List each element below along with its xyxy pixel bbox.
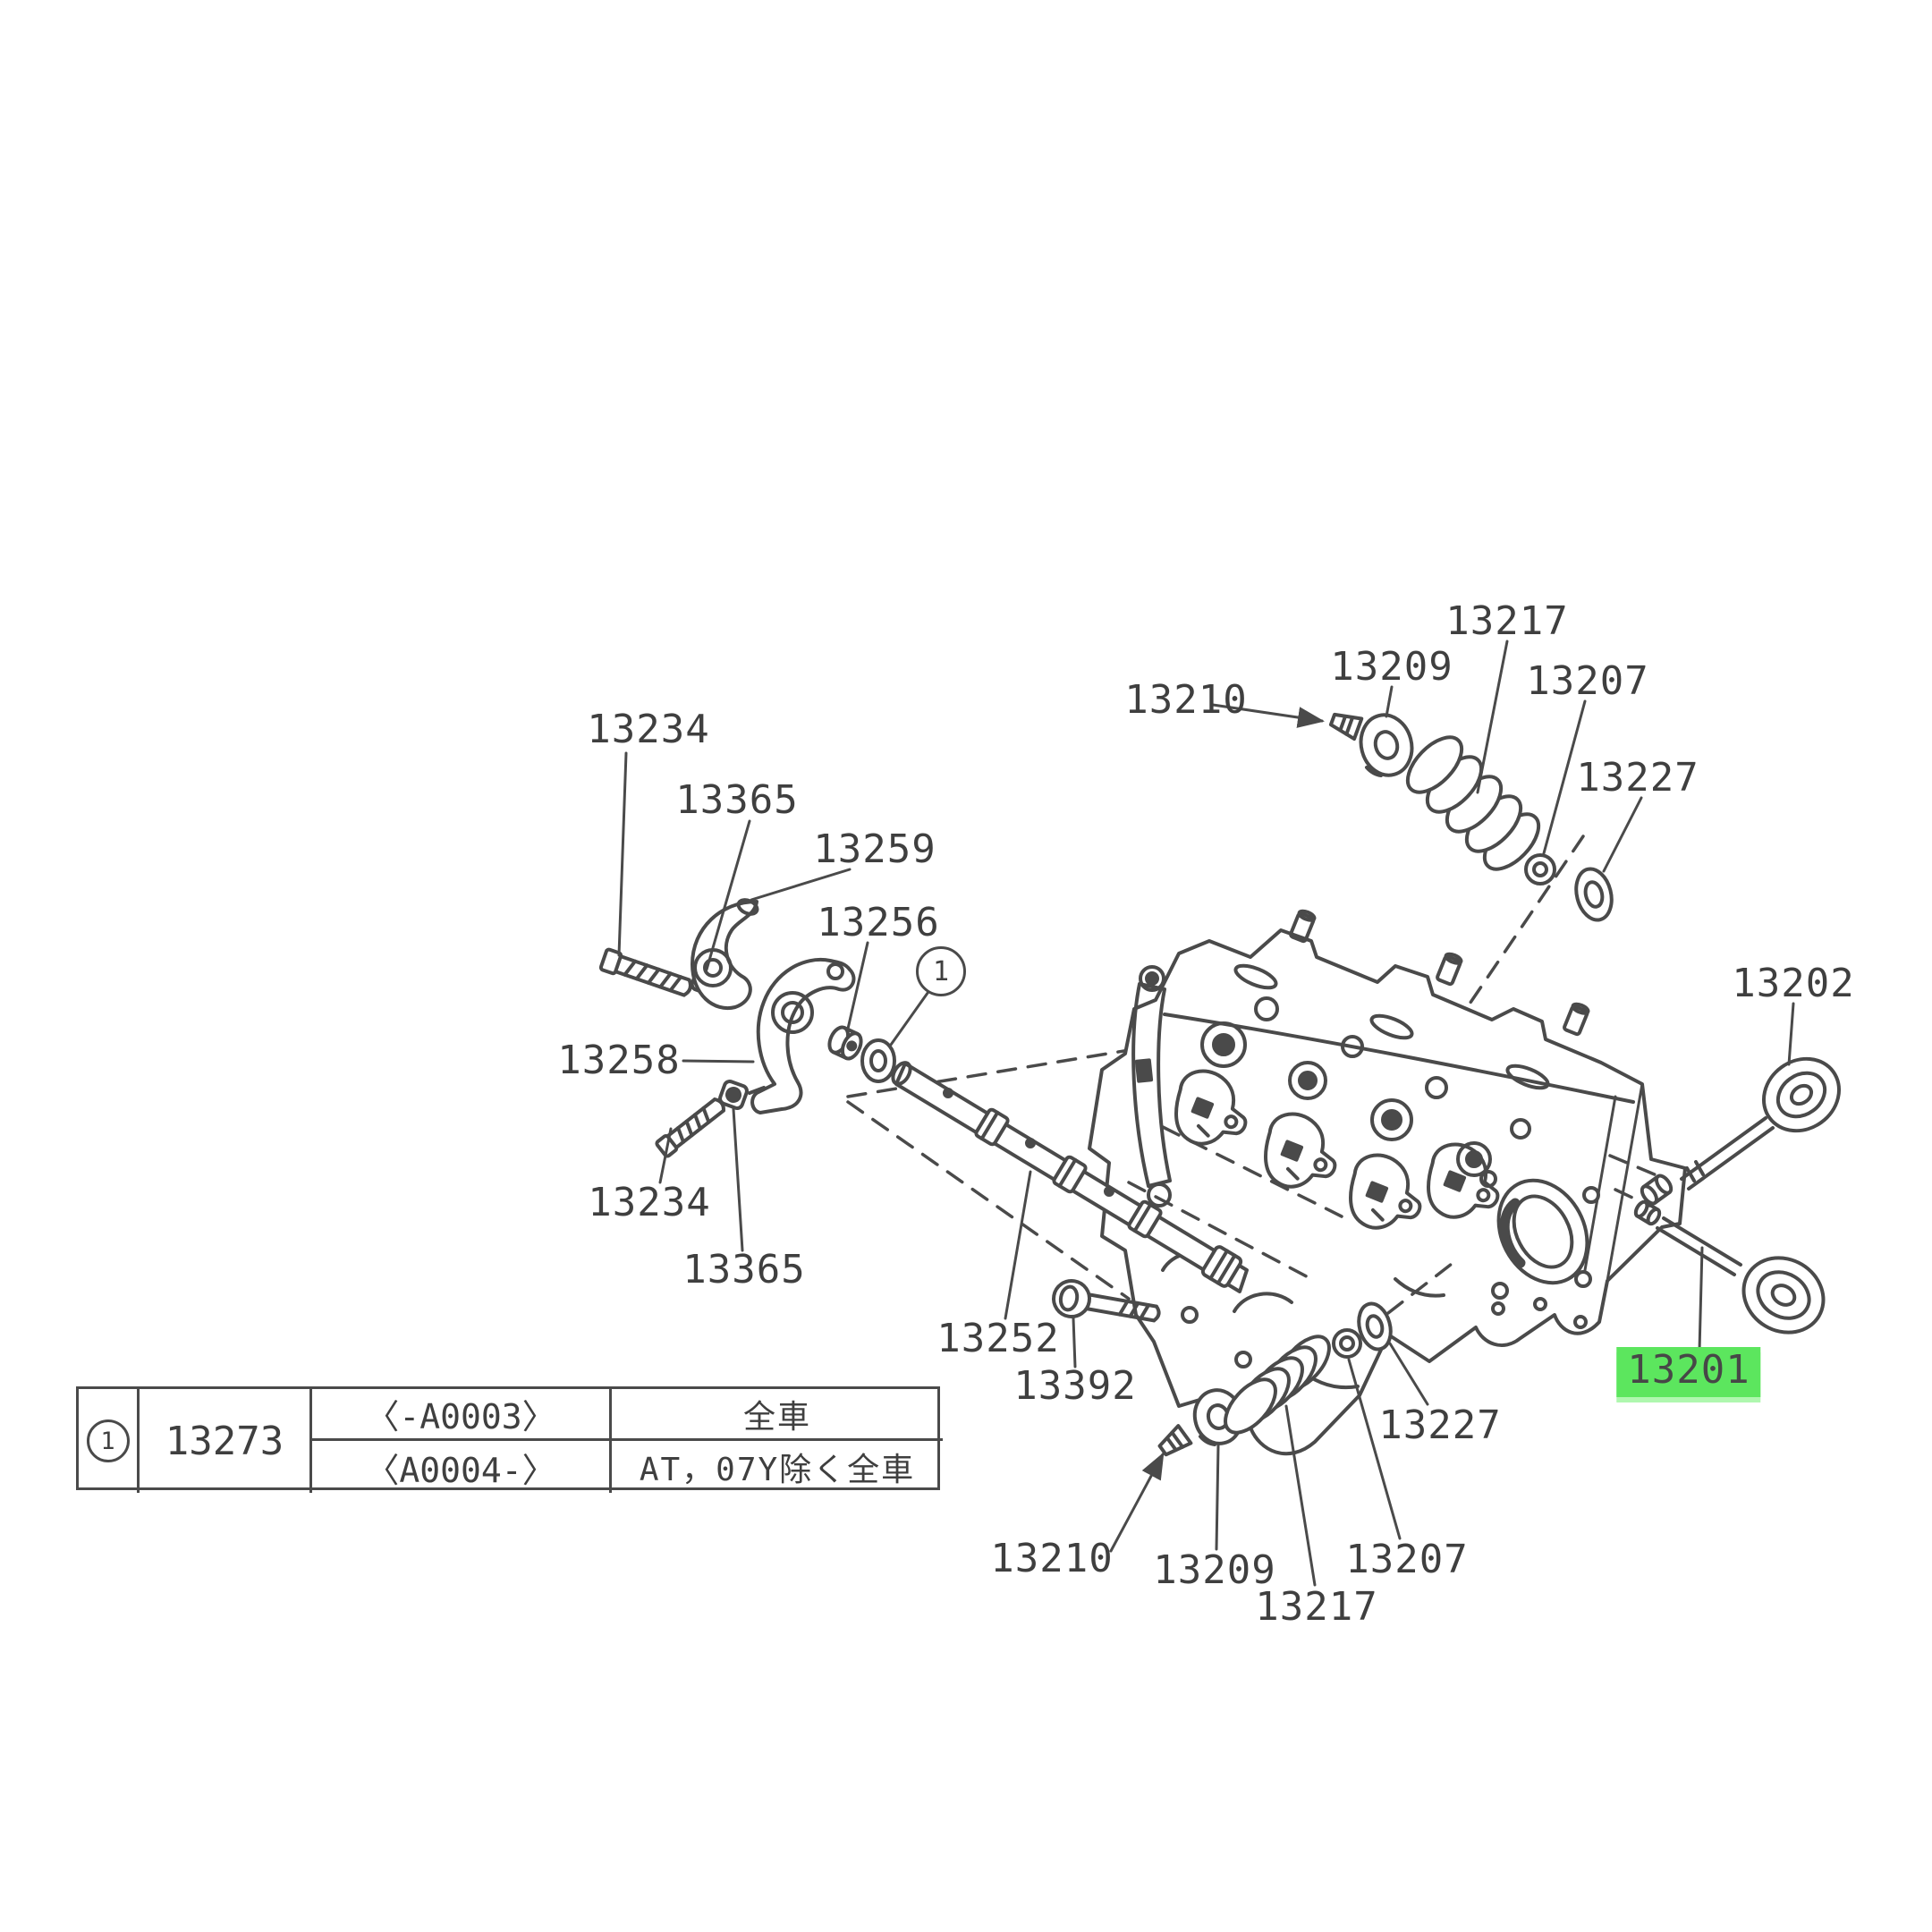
part-label-13258: 13258 xyxy=(557,1038,681,1083)
rocker-arm-group-drawing xyxy=(598,898,896,1158)
range-open: 〈 xyxy=(365,1397,400,1436)
part-label-13201-highlighted: 13201 xyxy=(1616,1347,1761,1397)
callout-1-badge: 1 xyxy=(916,946,966,996)
table-range-row-1: 〈 -A0003〉 xyxy=(309,1389,609,1441)
range-close: 〉 xyxy=(521,1450,556,1490)
rocker-tower xyxy=(1349,1153,1422,1230)
valve-spring-stack-bottom-drawing xyxy=(1157,1301,1393,1457)
table-part-number: 13273 xyxy=(137,1389,309,1493)
callout-1-badge-table: 1 xyxy=(86,1419,130,1462)
valve-13201-drawing xyxy=(1633,1199,1826,1335)
part-label-13217-top: 13217 xyxy=(1445,598,1569,644)
part-label-13234-bottom: 13234 xyxy=(588,1180,711,1225)
part-label-13210-top: 13210 xyxy=(1124,677,1248,723)
part-label-13207-bottom: 13207 xyxy=(1345,1537,1469,1582)
applicability-table: 1 13273 〈 -A0003〉 全車 〈A0004- 〉 AT，07Y除く全… xyxy=(76,1386,943,1493)
part-label-13209-bottom: 13209 xyxy=(1153,1547,1276,1593)
part-label-13227-top: 13227 xyxy=(1576,755,1699,801)
cylinder-head-drawing xyxy=(1088,909,1687,1456)
part-label-13207-top: 13207 xyxy=(1526,658,1649,704)
table-callout-cell: 1 xyxy=(79,1389,137,1493)
part-label-13259: 13259 xyxy=(813,826,936,872)
rocker-tower xyxy=(1427,1142,1500,1219)
table-applicability-row-1: 全車 xyxy=(609,1389,943,1441)
alignment-dashed-lines-front xyxy=(1127,1125,1658,1315)
part-label-13209-top: 13209 xyxy=(1330,644,1453,690)
rocker-tower xyxy=(1264,1112,1337,1189)
part-label-13365-bottom: 13365 xyxy=(682,1247,806,1292)
range-open: 〈A0004- xyxy=(365,1450,522,1490)
part-label-13234-top: 13234 xyxy=(587,707,710,752)
part-label-13217-bottom: 13217 xyxy=(1255,1584,1378,1630)
range-close: -A0003〉 xyxy=(399,1397,556,1436)
part-label-13365-top: 13365 xyxy=(675,777,799,823)
part-label-13252: 13252 xyxy=(936,1316,1060,1361)
valve-spring-stack-top-drawing xyxy=(1328,712,1614,922)
bolt-13392-drawing xyxy=(1052,1279,1161,1323)
leader-lines xyxy=(617,640,1795,1587)
rocker-shaft-13252-drawing xyxy=(891,1061,1249,1293)
part-label-13392: 13392 xyxy=(1013,1363,1137,1409)
part-label-13256: 13256 xyxy=(817,900,940,945)
part-label-13210-bottom: 13210 xyxy=(990,1536,1114,1581)
part-label-13202: 13202 xyxy=(1732,961,1855,1006)
valve-13202-drawing xyxy=(1640,1056,1842,1206)
part-label-13227-bottom: 13227 xyxy=(1378,1402,1502,1448)
rocker-tower xyxy=(1174,1069,1248,1146)
table-applicability-row-2: AT，07Y除く全車 xyxy=(609,1441,943,1493)
table-range-row-2: 〈A0004- 〉 xyxy=(309,1441,609,1493)
